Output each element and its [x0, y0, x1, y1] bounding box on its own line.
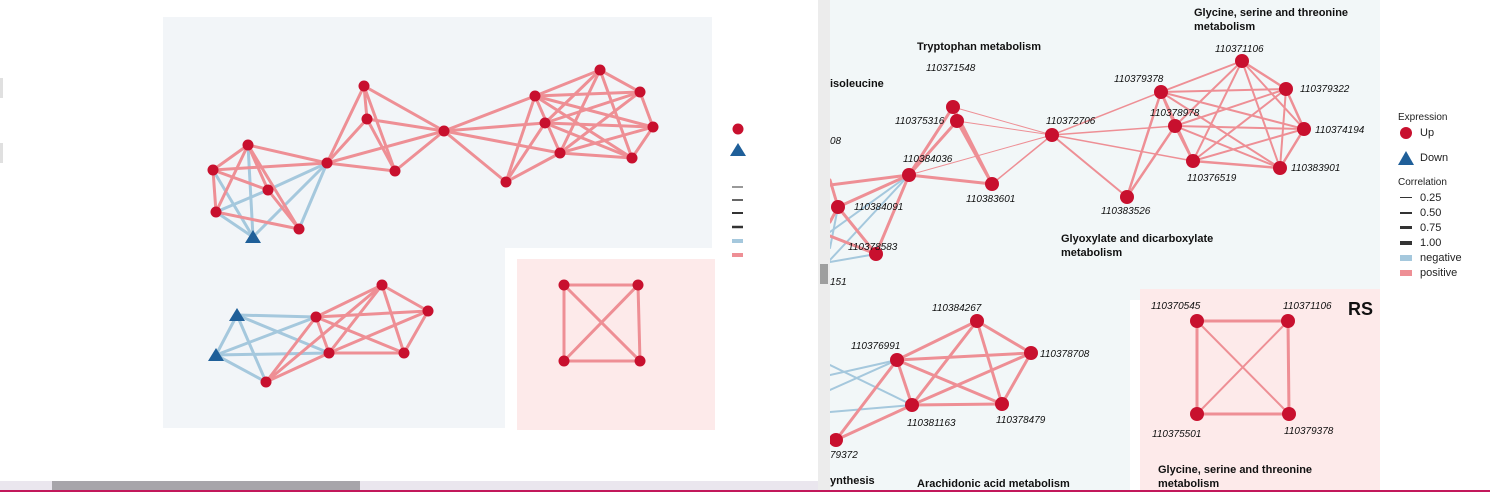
node-label: 110383526 — [1101, 206, 1151, 217]
node-label: 110370545 — [1151, 301, 1201, 312]
pathway-title: Arachidonic acid metabolism — [917, 478, 1070, 490]
overview-negative-edges — [211, 143, 329, 239]
overview-negative-edges-2 — [214, 313, 331, 384]
legend-corr-100: 1.00 — [1398, 235, 1488, 250]
node-label: 110372706 — [1046, 116, 1096, 127]
pathway-title: ynthesis — [830, 475, 875, 487]
node-label: 110379378 — [1284, 426, 1334, 437]
line-thick-icon — [1400, 226, 1412, 229]
legend-negative: negative — [1398, 250, 1488, 265]
legend-corr-label: 0.50 — [1420, 206, 1442, 219]
pathway-title: metabolism — [1194, 21, 1255, 33]
pathway-title: metabolism — [1061, 247, 1122, 259]
pathway-title: Glycine, serine and threonine — [1158, 464, 1312, 476]
detail-up-nodes — [830, 54, 1311, 447]
left-edge-mark — [0, 143, 3, 163]
detail-negative-edges — [830, 174, 913, 413]
legend-down-label: Down — [1420, 151, 1449, 164]
node-label: 110379322 — [1300, 84, 1350, 95]
pathway-title: metabolism — [1158, 478, 1219, 490]
positive-swatch-icon — [1400, 269, 1412, 276]
node-label: 110384091 — [854, 202, 903, 213]
legend: Expression Up Down Correlation 0.25 0.50… — [1398, 106, 1488, 280]
overview-pane[interactable] — [0, 0, 818, 492]
horizontal-scrollbar[interactable] — [0, 481, 818, 491]
legend-expression-title: Expression — [1398, 112, 1448, 123]
legend-positive: positive — [1398, 265, 1488, 280]
node-label: 110376991 — [851, 341, 900, 352]
legend-corr-label: 1.00 — [1420, 236, 1442, 249]
node-label: 110379378 — [1114, 74, 1164, 85]
pane-divider-handle[interactable] — [820, 264, 828, 284]
legend-corr-050: 0.50 — [1398, 205, 1488, 220]
legend-up-label: Up — [1420, 126, 1435, 139]
bottom-accent-line — [0, 490, 1490, 492]
overview-down-nodes — [208, 230, 261, 361]
legend-positive-label: positive — [1420, 266, 1458, 279]
detail-pane[interactable]: 110371548 110375316 110384036 110383601 … — [830, 0, 1490, 492]
negative-swatch-icon — [1400, 254, 1412, 261]
overview-network-figure — [163, 17, 746, 430]
node-label: 110378708 — [1040, 349, 1090, 360]
left-edge-mark — [0, 78, 3, 98]
pathway-title: Tryptophan metabolism — [917, 41, 1041, 53]
detail-node-labels: 110371548 110375316 110384036 110383601 … — [830, 44, 1365, 461]
node-label: 110384267 — [932, 303, 982, 314]
node-label: 79372 — [830, 450, 858, 461]
pathway-title: isoleucine — [830, 78, 884, 90]
detail-main-panel — [830, 0, 1380, 300]
detail-network-figure: 110371548 110375316 110384036 110383601 … — [830, 0, 1380, 492]
overview-up-nodes — [207, 64, 659, 388]
line-thin-icon — [1400, 197, 1412, 198]
legend-corr-label: 0.25 — [1420, 191, 1442, 204]
detail-pathway-labels: Tryptophan metabolism isoleucine Glycine… — [830, 7, 1373, 490]
node-label: 110375316 — [895, 116, 945, 127]
node-label: 110371106 — [1215, 44, 1264, 55]
overview-positive-edges-2 — [264, 283, 430, 384]
node-label: 110378583 — [848, 242, 898, 253]
node-label: 110383901 — [1291, 163, 1340, 174]
legend-negative-label: negative — [1420, 251, 1462, 264]
detail-rs-panel — [1140, 289, 1380, 492]
node-label: 110384036 — [903, 154, 953, 165]
legend-down: Down — [1398, 150, 1488, 165]
pathway-title: Glycine, serine and threonine — [1194, 7, 1348, 19]
rs-panel-label: RS — [1348, 299, 1373, 319]
overview-positive-edges — [211, 68, 655, 231]
node-label: 110378978 — [1150, 108, 1200, 119]
pathway-title: Glyoxylate and dicarboxylate — [1061, 233, 1213, 245]
node-label: 110374194 — [1315, 125, 1365, 136]
node-label: 110375501 — [1152, 429, 1201, 440]
overview-legend — [730, 123, 746, 257]
node-label: 110383601 — [966, 194, 1015, 205]
node-label: 08 — [830, 136, 842, 147]
node-label: 110376519 — [1187, 173, 1237, 184]
line-thickest-icon — [1400, 240, 1412, 245]
overview-rs-edges — [562, 283, 642, 363]
horizontal-scrollbar-thumb[interactable] — [52, 481, 360, 491]
node-label: 151 — [830, 277, 847, 288]
legend-correlation-title: Correlation — [1398, 177, 1447, 188]
node-label: 110381163 — [907, 418, 956, 429]
node-label: 110371548 — [926, 63, 976, 74]
legend-up: Up — [1398, 125, 1488, 140]
node-label: 110371106 — [1283, 301, 1332, 312]
line-medium-icon — [1400, 211, 1412, 214]
pane-divider[interactable] — [818, 0, 830, 492]
legend-corr-025: 0.25 — [1398, 190, 1488, 205]
overview-rs-panel — [517, 259, 715, 430]
down-triangle-icon — [1398, 150, 1414, 165]
up-circle-icon — [1400, 126, 1412, 139]
node-label: 110378479 — [996, 415, 1046, 426]
legend-corr-label: 0.75 — [1420, 221, 1442, 234]
legend-corr-075: 0.75 — [1398, 220, 1488, 235]
